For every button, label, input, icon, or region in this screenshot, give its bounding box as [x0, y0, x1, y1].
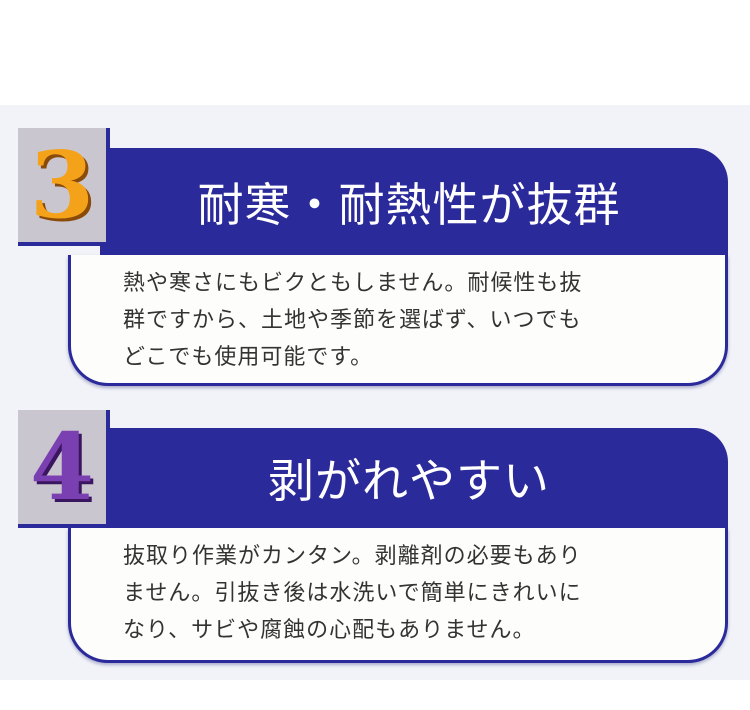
feature-number-badge: 3: [18, 128, 110, 246]
feature-title: 剥がれやすい: [268, 454, 550, 508]
description-line: なり、サビや腐蝕の心配もありません。: [123, 618, 536, 643]
description-line: 抜取り作業がカンタン。剥離剤の必要もあり: [123, 544, 582, 569]
feature-header: 剥がれやすい: [100, 428, 728, 528]
feature-header: 耐寒・耐熱性が抜群: [100, 148, 728, 255]
description-line: ません。引抜き後は水洗いで簡単にきれいに: [123, 581, 582, 606]
description-line: どこでも使用可能です。: [123, 345, 374, 370]
feature-description: 熱や寒さにもビクともしません。耐候性も抜 群ですから、土地や季節を選ばず、いつで…: [123, 265, 695, 376]
feature-card-4: 剥がれやすい 抜取り作業がカンタン。剥離剤の必要もあり ません。引抜き後は水洗い…: [0, 410, 750, 670]
description-line: 熱や寒さにもビクともしません。耐候性も抜: [123, 271, 583, 296]
feature-body: 熱や寒さにもビクともしません。耐候性も抜 群ですから、土地や季節を選ばず、いつで…: [68, 255, 728, 386]
feature-number-badge: 4: [18, 410, 110, 528]
feature-description: 抜取り作業がカンタン。剥離剤の必要もあり ません。引抜き後は水洗いで簡単にきれい…: [123, 538, 695, 649]
feature-number: 4: [29, 413, 94, 521]
feature-title: 耐寒・耐熱性が抜群: [197, 177, 621, 232]
description-line: 群ですから、土地や季節を選ばず、いつでも: [123, 308, 582, 333]
feature-number: 3: [29, 131, 94, 239]
feature-body: 抜取り作業がカンタン。剥離剤の必要もあり ません。引抜き後は水洗いで簡単にきれい…: [68, 528, 728, 663]
feature-card-3: 耐寒・耐熱性が抜群 熱や寒さにもビクともしません。耐候性も抜 群ですから、土地や…: [0, 128, 750, 388]
